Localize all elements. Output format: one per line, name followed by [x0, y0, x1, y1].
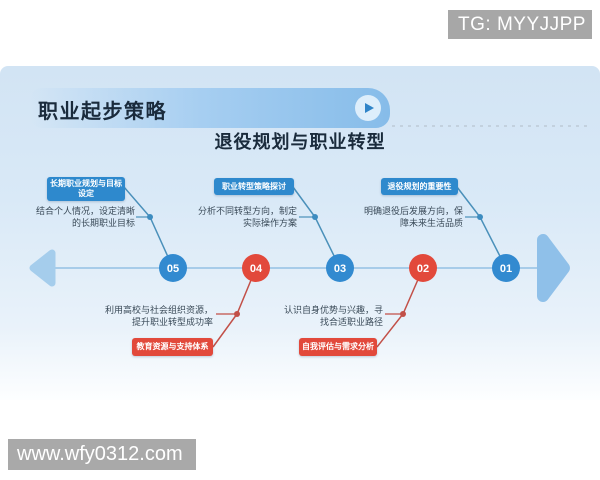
connector-dot-02	[400, 311, 406, 317]
tg-badge: TG: MYYJJPP	[448, 10, 592, 39]
node-number: 02	[417, 263, 429, 275]
node-number: 04	[250, 263, 263, 275]
timeline-note-05: 结合个人情况，设定清晰的长期职业目标	[35, 206, 135, 228]
timeline-note-04: 利用高校与社会组织资源，提升职业转型成功率	[104, 305, 213, 327]
left-arrow-icon	[29, 249, 56, 287]
node-circle	[492, 254, 520, 282]
timeline-node-04: 04	[242, 254, 270, 282]
connector-line-01	[456, 186, 507, 269]
node-circle	[242, 254, 270, 282]
timeline-node-02: 02	[409, 254, 437, 282]
node-circle	[326, 254, 354, 282]
play-triangle-icon	[364, 103, 374, 113]
node-number: 03	[334, 263, 346, 275]
connector-dot-03	[312, 214, 318, 220]
timeline-tag-03: 职业转型策略探讨	[214, 178, 294, 195]
node-number: 05	[167, 263, 179, 275]
connector-line-03	[292, 186, 341, 269]
header-bar: 职业起步策略	[30, 88, 390, 128]
node-circle	[409, 254, 437, 282]
header-divider	[392, 125, 592, 127]
timeline-note-01: 明确退役后发展方向，保障未来生活品质	[363, 206, 463, 228]
timeline-tag-02: 自我评估与需求分析	[299, 338, 377, 356]
timeline-tag-05: 长期职业规划与目标设定	[47, 177, 125, 201]
play-icon[interactable]	[355, 95, 381, 121]
timeline-tag-01: 退役规划的重要性	[381, 178, 458, 195]
page-title: 职业起步策略	[38, 101, 167, 123]
timeline-node-05: 05	[159, 254, 187, 282]
timeline-node-03: 03	[326, 254, 354, 282]
right-arrow-icon	[537, 234, 570, 302]
timeline-node-01: 01	[492, 254, 520, 282]
timeline-tag-04: 教育资源与支持体系	[132, 338, 213, 356]
node-number: 01	[500, 263, 512, 275]
watermark: www.wfy0312.com	[8, 439, 196, 470]
node-circle	[159, 254, 187, 282]
timeline-note-03: 分析不同转型方向，制定实际操作方案	[197, 206, 297, 228]
connector-dot-01	[477, 214, 483, 220]
connector-dot-05	[147, 214, 153, 220]
connector-dot-04	[234, 311, 240, 317]
timeline-note-02: 认识自身优势与兴趣，寻找合适职业路径	[283, 305, 383, 327]
slide-subtitle: 退役规划与职业转型	[214, 132, 386, 152]
